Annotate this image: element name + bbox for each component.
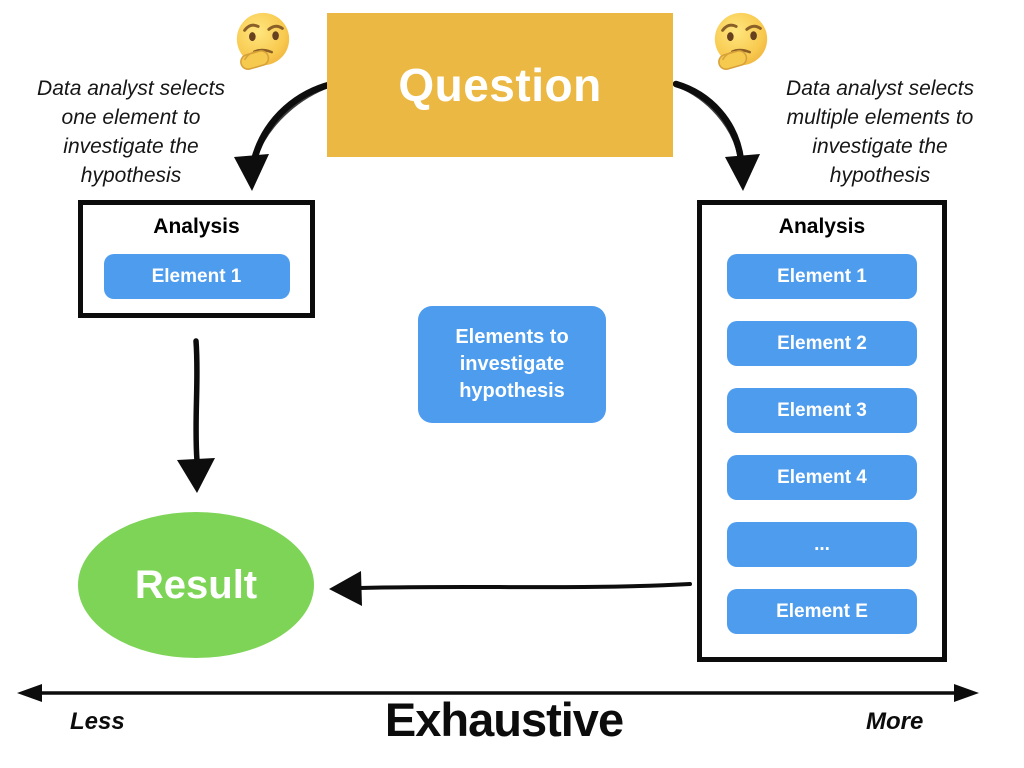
right-caption: Data analyst selects multiple elements t… (756, 74, 1004, 190)
caption-line: multiple elements to (786, 106, 974, 129)
question-label: Question (398, 59, 602, 111)
curved-arrow-left (234, 80, 336, 191)
caption-line: hypothesis (829, 164, 931, 187)
note-line: Elements to (455, 326, 569, 348)
note-line: hypothesis (459, 380, 565, 402)
vertical-arrow-analysis-to-result (177, 338, 215, 493)
element-chip: Element 4 (727, 455, 917, 500)
caption-line: Data analyst selects (37, 77, 225, 100)
thinking-face-icon (236, 12, 290, 70)
analysis-title: Analysis (778, 215, 866, 238)
element-chip: Element 1 (103, 254, 290, 299)
caption-line: Data analyst selects (786, 77, 974, 100)
caption-line: one element to (61, 106, 201, 129)
analysis-box-multiple: Analysis Element 1 Element 2 Element 3 E… (697, 200, 947, 662)
caption-line: hypothesis (80, 164, 182, 187)
caption-line: investigate the (812, 135, 948, 158)
axis-label-exhaustive: Exhaustive (384, 693, 624, 746)
element-chip: Element 1 (727, 254, 917, 299)
caption-line: investigate the (63, 135, 199, 158)
axis-label-more: More (866, 708, 924, 735)
element-chip-ellipsis: ... (727, 522, 917, 567)
result-label: Result (134, 562, 258, 607)
thinking-face-icon (714, 12, 768, 70)
result-ellipse: Result (78, 512, 314, 658)
element-chip: Element E (727, 589, 917, 634)
analysis-title: Analysis (153, 215, 240, 238)
horizontal-arrow-analysis-to-result (329, 571, 692, 606)
elements-note-box: Elements to investigate hypothesis (418, 306, 606, 423)
note-line: investigate (459, 353, 565, 375)
analysis-box-single: Analysis Element 1 (78, 200, 315, 318)
axis-label-less: Less (70, 708, 125, 735)
element-chip: Element 2 (727, 321, 917, 366)
element-chip: Element 3 (727, 388, 917, 433)
curved-arrow-right (672, 80, 760, 191)
question-box: Question (327, 13, 673, 157)
left-caption: Data analyst selects one element to inve… (14, 74, 248, 190)
